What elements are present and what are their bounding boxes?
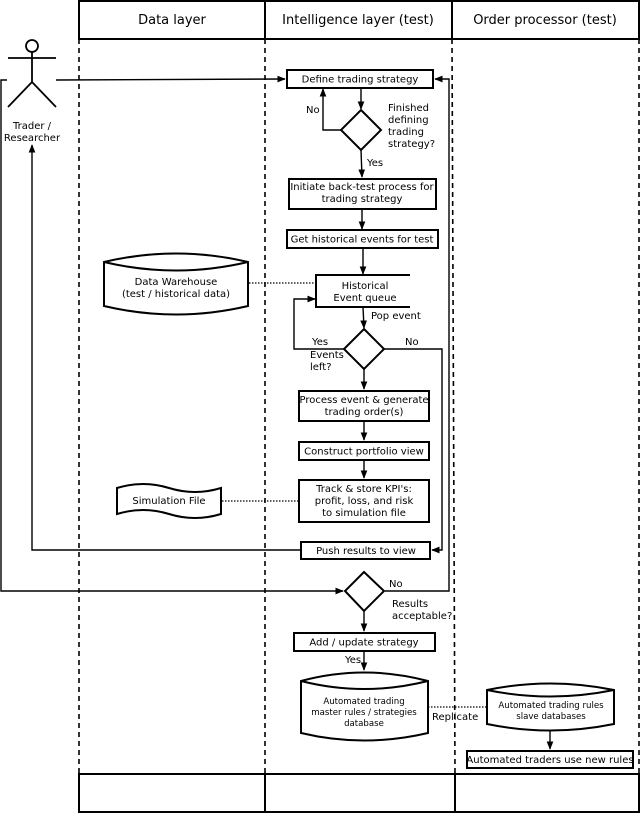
results-q-line2: acceptable?: [392, 611, 452, 622]
data-warehouse-store: Data Warehouse (test / historical data): [103, 252, 249, 316]
initiate-line1: Initiate back-test process for: [290, 182, 434, 193]
label-no-finished: No: [306, 105, 320, 116]
master-db-line1: Automated trading: [323, 697, 404, 707]
stick-figure-icon: [7, 39, 57, 108]
slave-db-line1: Automated trading rules: [498, 701, 604, 711]
connectors: [0, 75, 554, 750]
label-yes-events: Yes: [311, 337, 328, 348]
slave-databases: Automated trading rules slave databases: [486, 682, 615, 732]
process-line1: Process event & generate: [299, 395, 428, 406]
add-update-label: Add / update strategy: [309, 638, 418, 649]
label-replicate: Replicate: [432, 712, 478, 723]
finished-q-line2: defining: [388, 115, 429, 126]
arrow-finished-no: [319, 88, 341, 131]
historical-event-queue: Historical Event queue: [315, 274, 410, 308]
kpi-line1: Track & store KPI's:: [315, 484, 412, 495]
finished-q-line3: trading: [388, 127, 424, 138]
actor-label-line1: Trader /: [12, 121, 52, 132]
slave-db-line2: slave databases: [516, 712, 586, 722]
push-results-label: Push results to view: [316, 546, 416, 557]
node-traders-use-rules: Automated traders use new rules: [466, 750, 634, 769]
results-q-line1: Results: [392, 599, 428, 610]
simulation-file-label: Simulation File: [132, 496, 205, 507]
node-get-historical: Get historical events for test: [286, 229, 439, 249]
finished-q-line1: Finished: [388, 103, 429, 114]
arrow-pop-event: [360, 306, 367, 329]
node-define-strategy: Define trading strategy: [286, 69, 434, 89]
simulation-file-doc: Simulation File: [116, 483, 222, 519]
lane-title-data-layer: Data layer: [138, 13, 206, 28]
lane-title-order-processor: Order processor (test): [473, 13, 617, 28]
events-q-line1: Events: [310, 350, 344, 361]
node-add-update: Add / update strategy: [293, 632, 436, 652]
arrow-events-no: [384, 348, 443, 554]
initiate-line2: trading strategy: [322, 194, 403, 205]
label-yes-finished: Yes: [366, 158, 383, 169]
finished-q-line4: strategy?: [388, 139, 435, 150]
master-database: Automated trading master rules / strateg…: [300, 671, 429, 742]
traders-use-label: Automated traders use new rules: [466, 755, 633, 766]
master-db-line3: database: [344, 719, 384, 729]
node-portfolio-view: Construct portfolio view: [298, 441, 430, 461]
node-track-kpi: Track & store KPI's: profit, loss, and r…: [298, 479, 430, 523]
kpi-line3: to simulation file: [322, 508, 406, 519]
lane-header-row: [78, 0, 640, 40]
arrow-events-yes: [293, 295, 344, 350]
lane-footer-row: [78, 773, 640, 813]
node-define-strategy-label: Define trading strategy: [302, 75, 419, 86]
trader-actor: Trader / Researcher: [4, 39, 61, 144]
process-line2: trading order(s): [325, 407, 404, 418]
label-pop-event: Pop event: [371, 311, 421, 322]
warehouse-line2: (test / historical data): [122, 289, 230, 300]
warehouse-line1: Data Warehouse: [135, 277, 218, 288]
swimlane-frame: [78, 0, 640, 813]
kpi-line2: profit, loss, and risk: [315, 496, 414, 507]
queue-line1: Historical: [342, 281, 389, 292]
arrow-actor-to-define: [55, 75, 286, 83]
label-no-results: No: [389, 579, 403, 590]
arrow-finished-yes: [358, 149, 366, 178]
queue-line2: Event queue: [333, 293, 396, 304]
decision-events-left: Events left?: [310, 327, 386, 373]
events-q-line2: left?: [310, 362, 332, 373]
lane-divider-2: [451, 38, 456, 775]
portfolio-label: Construct portfolio view: [304, 447, 424, 458]
decision-finished-defining: Finished defining trading strategy?: [339, 103, 435, 152]
arrow-push-to-actor: [28, 144, 300, 551]
master-db-line2: master rules / strategies: [311, 708, 417, 718]
lane-title-intelligence-layer: Intelligence layer (test): [282, 13, 434, 28]
label-yes-results: Yes: [344, 655, 361, 666]
label-no-events: No: [405, 337, 419, 348]
get-historical-label: Get historical events for test: [291, 235, 434, 246]
arrow-actor-to-results: [0, 79, 344, 595]
decision-results-acceptable: Results acceptable?: [343, 570, 452, 622]
arrow-results-no: [385, 75, 450, 592]
actor-label-line2: Researcher: [4, 133, 61, 144]
node-push-results: Push results to view: [300, 541, 431, 560]
node-process-event: Process event & generate trading order(s…: [298, 390, 430, 422]
node-initiate-backtest: Initiate back-test process for trading s…: [288, 178, 437, 210]
